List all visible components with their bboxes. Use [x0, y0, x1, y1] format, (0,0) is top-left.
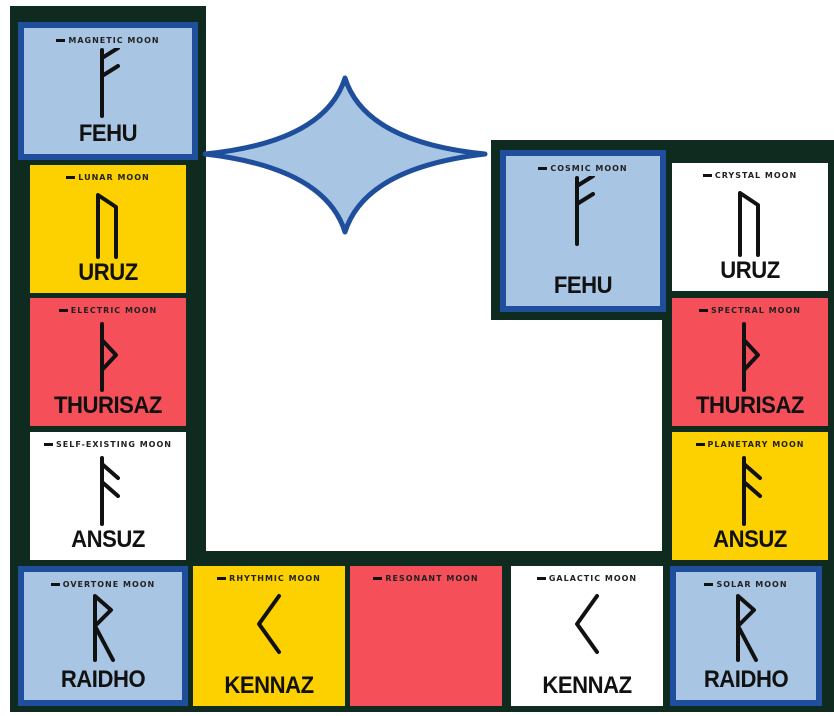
- moon-tile: RHYTHMIC MOON KENNAZ: [193, 566, 345, 706]
- kennaz-rune-icon: [575, 594, 599, 654]
- moon-label: COSMIC MOON: [506, 164, 660, 173]
- moon-name: LUNAR MOON: [78, 173, 150, 182]
- moon-tile: GALACTIC MOON KENNAZ: [511, 566, 663, 706]
- raidho-rune-icon: [93, 594, 115, 662]
- moon-name: MAGNETIC MOON: [68, 36, 160, 45]
- moon-label: CRYSTAL MOON: [672, 171, 828, 180]
- moon-tile: SELF-EXISTING MOON ANSUZ: [30, 432, 186, 560]
- moon-name: CRYSTAL MOON: [714, 171, 798, 180]
- rune-name: RAIDHO: [703, 666, 789, 693]
- rune-name: RAIDHO: [60, 666, 146, 693]
- rune-name: FEHU: [78, 120, 138, 147]
- moon-label: SOLAR MOON: [676, 580, 816, 589]
- moon-name: ELECTRIC MOON: [70, 306, 158, 315]
- moon-label: GALACTIC MOON: [511, 574, 663, 583]
- moon-tile: ELECTRIC MOON THURISAZ: [30, 298, 186, 426]
- moon-tile: PLANETARY MOON ANSUZ: [672, 432, 828, 560]
- fehu-rune-icon: [575, 176, 595, 246]
- rune-name: KENNAZ: [542, 672, 632, 699]
- thurisaz-rune-icon: [742, 322, 760, 392]
- tone-bar-icon: [58, 309, 68, 312]
- thurisaz-rune-icon: [100, 322, 118, 392]
- tone-bar-icon: [699, 309, 709, 312]
- moon-tile: MAGNETIC MOON FEHU: [18, 22, 198, 160]
- uruz-rune-icon: [738, 191, 760, 257]
- moon-name: SPECTRAL MOON: [711, 306, 801, 315]
- moon-name: SELF-EXISTING MOON: [56, 440, 172, 449]
- rune-name: ANSUZ: [71, 526, 145, 553]
- tone-bar-icon: [50, 583, 60, 586]
- moon-name: GALACTIC MOON: [548, 574, 638, 583]
- kennaz-rune-icon: [257, 594, 281, 654]
- moon-tile: SPECTRAL MOON THURISAZ: [672, 298, 828, 426]
- tone-bar-icon: [702, 174, 712, 177]
- moon-label: OVERTONE MOON: [24, 580, 182, 589]
- tone-bar-icon: [56, 39, 66, 42]
- ansuz-rune-icon: [742, 456, 762, 526]
- rune-name: ANSUZ: [713, 526, 787, 553]
- tone-bar-icon: [44, 443, 53, 446]
- moon-label: SELF-EXISTING MOON: [30, 440, 186, 449]
- moon-name: RHYTHMIC MOON: [229, 574, 321, 583]
- moon-label: PLANETARY MOON: [672, 440, 828, 449]
- uruz-rune-icon: [96, 193, 118, 259]
- rune-name: KENNAZ: [224, 672, 314, 699]
- moon-label: RHYTHMIC MOON: [193, 574, 345, 583]
- fehu-rune-icon: [100, 48, 120, 118]
- moon-name: OVERTONE MOON: [62, 580, 156, 589]
- four-point-star: [202, 75, 488, 235]
- tone-bar-icon: [217, 577, 227, 580]
- rune-name: THURISAZ: [54, 392, 162, 419]
- moon-tile: COSMIC MOON FEHU: [500, 150, 666, 312]
- tone-bar-icon: [704, 583, 714, 586]
- moon-tile: OVERTONE MOON RAIDHO: [18, 566, 188, 706]
- moon-tile: CRYSTAL MOON URUZ: [672, 163, 828, 291]
- tone-bar-icon: [66, 176, 76, 179]
- moon-label: ELECTRIC MOON: [30, 306, 186, 315]
- raidho-rune-icon: [736, 594, 758, 662]
- rune-name: FEHU: [553, 272, 613, 299]
- moon-label: MAGNETIC MOON: [24, 36, 192, 45]
- moon-name: RESONANT MOON: [385, 574, 479, 583]
- rune-name: THURISAZ: [696, 392, 804, 419]
- moon-label: RESONANT MOON: [350, 574, 502, 583]
- moon-tile: RESONANT MOON: [350, 566, 502, 706]
- ansuz-rune-icon: [100, 456, 120, 526]
- moon-label: LUNAR MOON: [30, 173, 186, 182]
- tone-bar-icon: [536, 577, 546, 580]
- moon-name: SOLAR MOON: [716, 580, 788, 589]
- tone-bar-icon: [373, 577, 383, 580]
- moon-tile: LUNAR MOON URUZ: [30, 165, 186, 293]
- rune-name: URUZ: [78, 259, 138, 286]
- moon-name: COSMIC MOON: [550, 164, 628, 173]
- tone-bar-icon: [538, 167, 548, 170]
- moon-label: SPECTRAL MOON: [672, 306, 828, 315]
- moon-tile: SOLAR MOON RAIDHO: [670, 566, 822, 706]
- moon-name: PLANETARY MOON: [707, 440, 805, 449]
- star-shape: [202, 75, 488, 235]
- rune-name: URUZ: [720, 257, 780, 284]
- tone-bar-icon: [695, 443, 705, 446]
